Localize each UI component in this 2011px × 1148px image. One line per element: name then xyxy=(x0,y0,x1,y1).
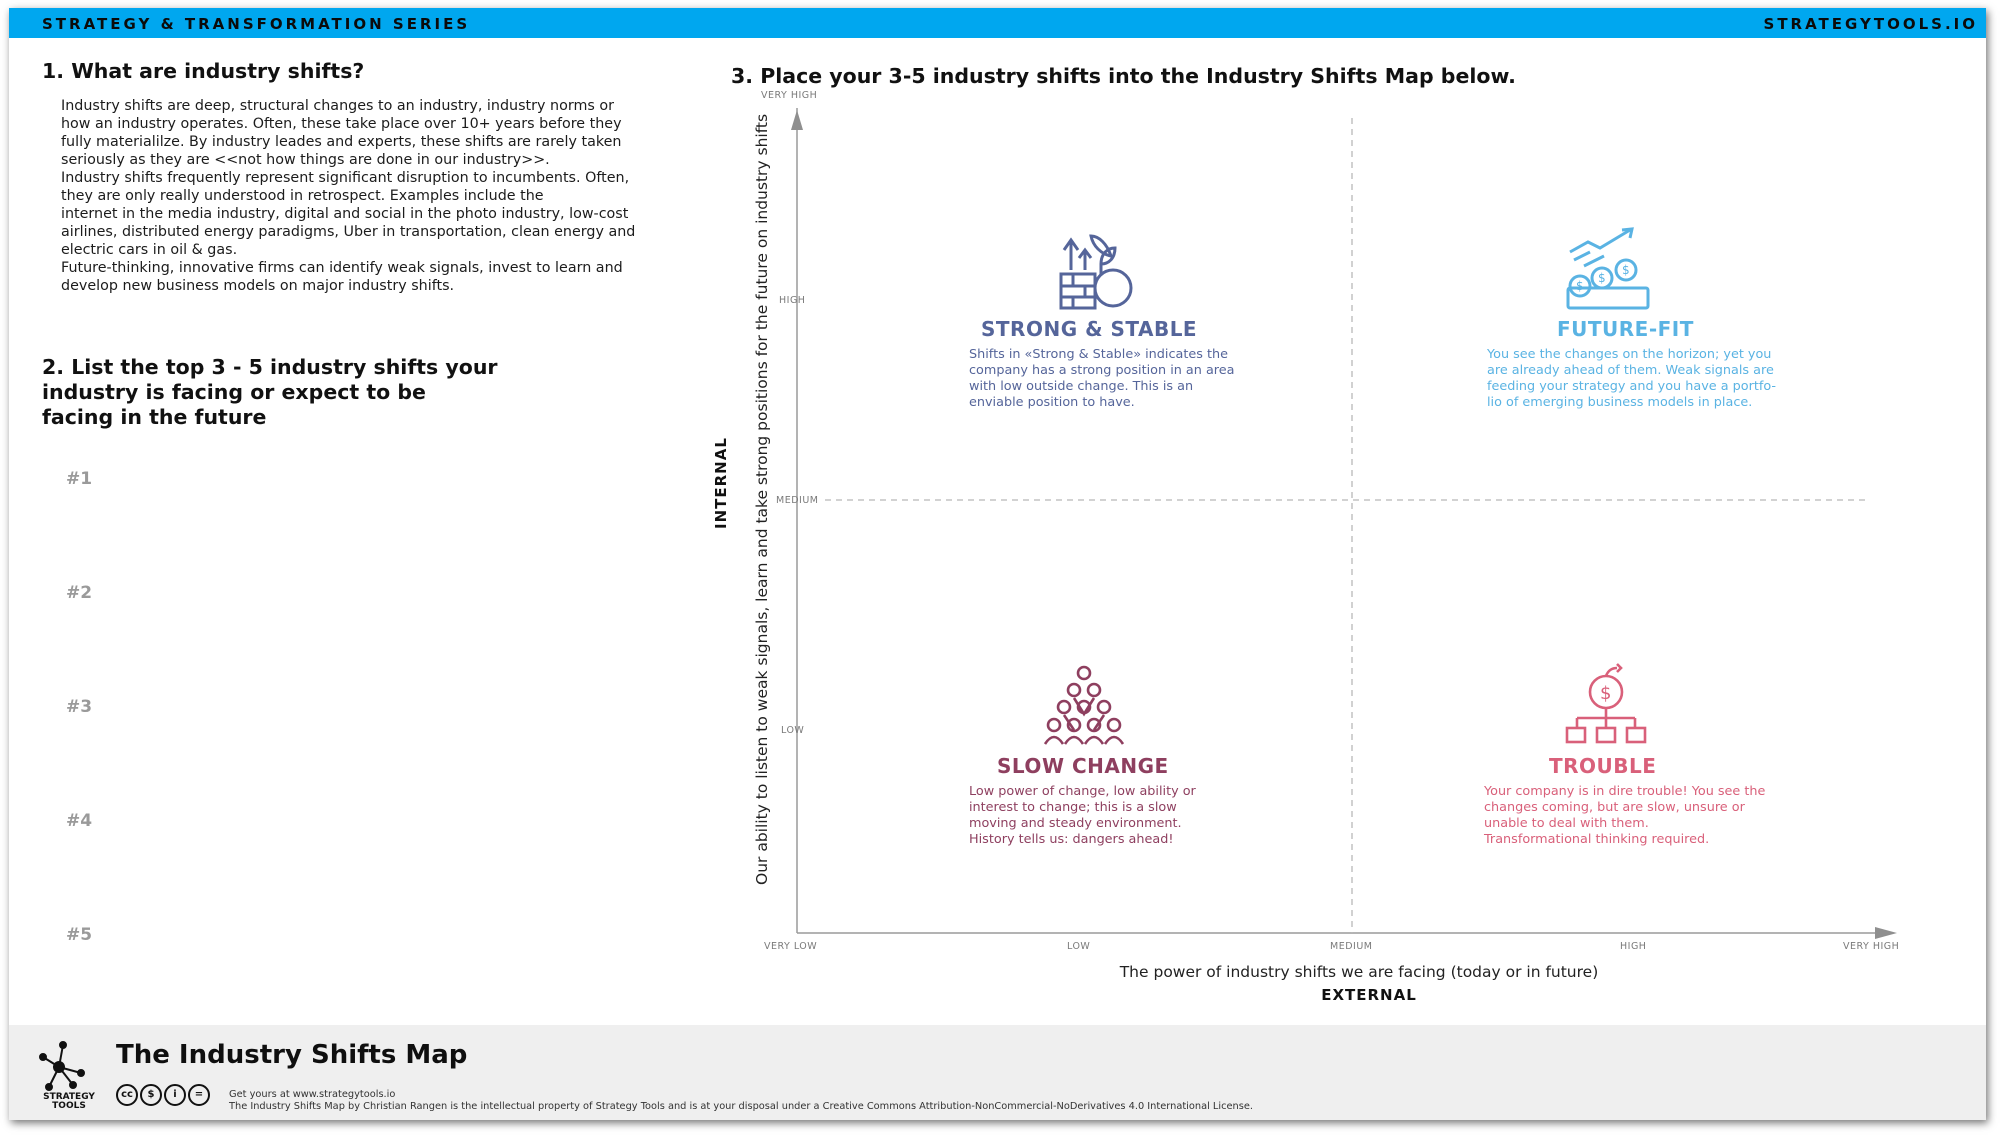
plant-growth-icon xyxy=(1059,234,1133,310)
quadrant-trouble-text: Your company is in dire trouble! You see… xyxy=(1484,784,1766,847)
section1-title: 1. What are industry shifts? xyxy=(42,59,365,83)
series-label: STRATEGY & TRANSFORMATION SERIES xyxy=(42,15,471,33)
svg-text:$: $ xyxy=(1576,279,1584,293)
x-level-high: HIGH xyxy=(1620,941,1647,952)
footer-get-yours[interactable]: Get yours at www.strategytools.io xyxy=(229,1089,396,1100)
x-level-very-low: VERY LOW xyxy=(764,941,818,952)
section3-title: 3. Place your 3-5 industry shifts into t… xyxy=(731,64,1516,88)
y-axis-description: Our ability to listen to weak signals, l… xyxy=(753,113,771,885)
shift-slot-3[interactable]: #3 xyxy=(66,697,93,717)
section1-paragraph: Industry shifts are deep, structural cha… xyxy=(61,98,622,168)
logo-text: STRATEGY TOOLS xyxy=(43,1092,95,1111)
by-icon: i xyxy=(164,1084,186,1106)
quadrant-future-fit-text: You see the changes on the horizon; yet … xyxy=(1487,347,1777,410)
top-banner: STRATEGY & TRANSFORMATION SERIES STRATEG… xyxy=(9,8,1986,38)
x-axis-arrow xyxy=(1875,927,1897,939)
x-axis-description: The power of industry shifts we are faci… xyxy=(1119,963,1599,981)
quadrant-strong-stable-title: STRONG & STABLE xyxy=(981,317,1198,341)
x-level-very-high: VERY HIGH xyxy=(1843,941,1900,952)
quadrant-future-fit-title: FUTURE-FIT xyxy=(1557,317,1694,341)
x-level-medium: MEDIUM xyxy=(1330,941,1373,952)
strategy-tools-logo-icon xyxy=(39,1041,85,1091)
worksheet: STRATEGY & TRANSFORMATION SERIES STRATEG… xyxy=(9,8,1986,1120)
y-axis-arrow xyxy=(791,110,803,130)
quadrant-slow-change-title: SLOW CHANGE xyxy=(997,754,1169,778)
money-bomb-icon: $ xyxy=(1565,663,1647,744)
svg-text:$: $ xyxy=(1600,683,1611,704)
footer-title: The Industry Shifts Map xyxy=(116,1040,468,1070)
section1-paragraph: Industry shifts frequently represent sig… xyxy=(61,170,636,258)
quadrant-strong-stable-text: Shifts in «Strong & Stable» indicates th… xyxy=(969,347,1235,410)
cc-icon: cc xyxy=(116,1084,138,1106)
section1-body: Industry shifts are deep, structural cha… xyxy=(61,97,661,295)
y-level-low: LOW xyxy=(781,725,805,736)
shift-slot-5[interactable]: #5 xyxy=(66,925,93,945)
quadrant-slow-change-text: Low power of change, low ability or inte… xyxy=(969,784,1196,847)
section1-paragraph: Future-thinking, innovative firms can id… xyxy=(61,260,623,294)
shift-slot-4[interactable]: #4 xyxy=(66,811,93,831)
shift-slot-2[interactable]: #2 xyxy=(66,583,93,603)
footer: STRATEGY TOOLS The Industry Shifts Map c… xyxy=(9,1025,1986,1120)
footer-license: The Industry Shifts Map by Christian Ran… xyxy=(229,1101,1253,1112)
site-label: STRATEGYTOOLS.IO xyxy=(1763,15,1978,33)
x-level-low: LOW xyxy=(1067,941,1091,952)
nd-icon: = xyxy=(188,1084,210,1106)
svg-text:$: $ xyxy=(1622,263,1630,277)
section2-title: 2. List the top 3 - 5 industry shifts yo… xyxy=(42,355,498,429)
shift-slot-1[interactable]: #1 xyxy=(66,469,93,489)
nc-icon: $ xyxy=(140,1084,162,1106)
money-growth-icon: $ $ $ xyxy=(1566,227,1650,310)
svg-text:$: $ xyxy=(1598,271,1606,285)
y-axis-title: INTERNAL xyxy=(712,437,730,529)
y-level-high: HIGH xyxy=(779,295,806,306)
x-axis-title: EXTERNAL xyxy=(1321,986,1417,1004)
people-pyramid-icon xyxy=(1043,665,1125,745)
quadrant-trouble-title: TROUBLE xyxy=(1549,754,1657,778)
y-level-very-high: VERY HIGH xyxy=(761,90,818,101)
y-level-medium: MEDIUM xyxy=(776,495,819,506)
